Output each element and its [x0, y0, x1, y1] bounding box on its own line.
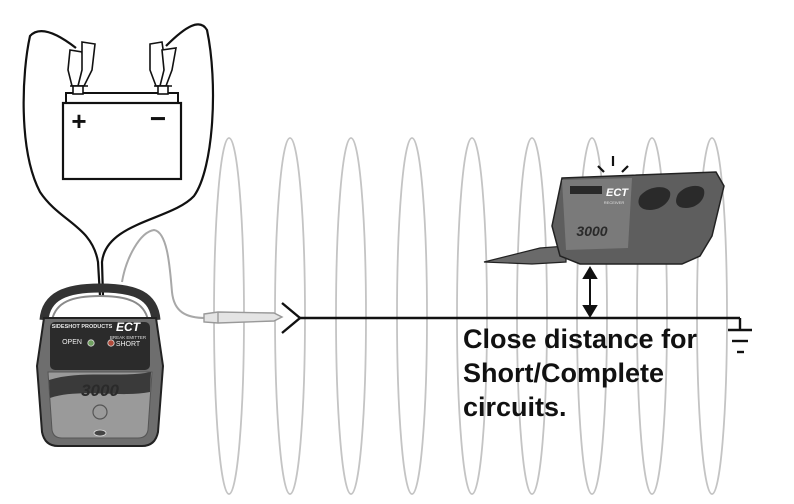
distance-arrow	[582, 266, 598, 318]
transmitter-product: ECT	[116, 320, 142, 334]
field-wave	[335, 137, 367, 495]
negative-clamp	[149, 41, 177, 95]
receiver-display	[570, 186, 602, 194]
field-wave	[516, 137, 548, 495]
receiver-face	[562, 178, 632, 250]
battery-body	[61, 101, 183, 181]
caption-line-3: circuits.	[463, 392, 567, 422]
transmitter-wave-band	[49, 372, 151, 398]
field-wave	[576, 137, 608, 495]
short-label: SHORT	[116, 341, 141, 348]
short-indicator-light	[107, 339, 115, 347]
battery-plus-label: +	[71, 106, 86, 136]
circuit-wire	[281, 302, 742, 334]
transmitter-switch	[93, 429, 107, 437]
field-wave	[696, 137, 728, 495]
transmitter-panel	[50, 322, 150, 370]
transmitter-model: 3000	[81, 381, 119, 400]
receiver-signal-rays	[597, 156, 629, 173]
open-label: OPEN	[62, 339, 82, 346]
receiver-model: 3000	[576, 223, 607, 239]
transmitter: SIDESHOT PRODUCTS ECT BREAK EMITTER OPEN…	[35, 283, 165, 447]
open-indicator-light	[87, 339, 95, 347]
distance-caption: Close distance for Short/Complete circui…	[463, 322, 763, 424]
probe-clip	[203, 311, 284, 324]
caption-line-2: Short/Complete	[463, 358, 665, 388]
receiver: ECT RECEIVER 3000	[483, 156, 725, 265]
probe-lead	[121, 228, 207, 319]
field-wave	[636, 137, 668, 495]
transmitter-handle	[39, 283, 161, 321]
receiver-grip-right	[676, 185, 705, 208]
caption-line-1: Close distance for	[463, 324, 698, 354]
battery-minus-label: −	[150, 103, 166, 134]
receiver-grip-left	[638, 187, 671, 210]
receiver-product: ECT	[606, 187, 629, 199]
receiver-probe-tip	[483, 245, 567, 265]
positive-clamp	[67, 41, 96, 95]
ground-symbol	[728, 328, 752, 354]
battery: + −	[61, 92, 183, 181]
receiver-subtitle: RECEIVER	[604, 200, 625, 205]
transmitter-subtitle: BREAK EMITTER	[110, 335, 147, 340]
transmitter-brand: SIDESHOT PRODUCTS	[52, 324, 113, 330]
field-wave	[396, 137, 428, 495]
transmitter-handle-inner	[51, 294, 149, 321]
field-waves	[213, 137, 728, 495]
transmitter-speaker	[92, 404, 108, 420]
field-wave	[456, 137, 488, 495]
battery-cables	[22, 23, 215, 297]
